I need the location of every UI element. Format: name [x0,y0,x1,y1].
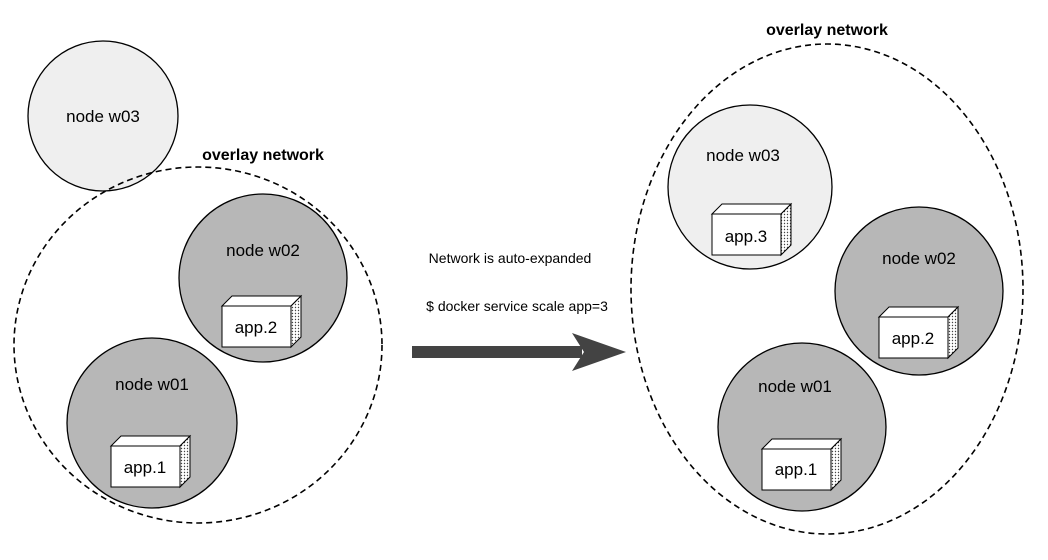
app2-label-before: app.2 [235,318,278,337]
container-app1-after [760,437,843,492]
node-w01-circle-after [717,342,887,512]
overlay-network-after-boundary [630,43,1024,535]
overlay-network-label-before: overlay network [202,147,324,164]
node-w02-circle-after [834,206,1004,376]
outside-node-w03-circle [27,40,179,192]
node-w02-label-after: node w02 [882,249,956,268]
scale-command-text: $ docker service scale app=3 [426,298,608,314]
container-app2-after [877,305,960,360]
expand-arrow [412,333,626,371]
container-app1-before [109,434,192,489]
app2-label-after: app.2 [892,329,935,348]
overlay-network-before-boundary [13,166,383,524]
node-w03-label-after: node w03 [706,146,780,165]
app3-label-after: app.3 [725,227,768,246]
app1-label-after: app.1 [775,460,818,479]
outside-node-w03-label: node w03 [66,107,140,126]
node-w01-label-after: node w01 [758,377,832,396]
node-w02-label-before: node w02 [226,241,300,260]
node-w01-circle-before [66,337,238,509]
container-app2-before [220,294,303,349]
overlay-network-label-after: overlay network [766,22,888,39]
container-app3-after [710,202,793,257]
app1-label-before: app.1 [124,458,167,477]
auto-expanded-caption: Network is auto-expanded [429,250,592,266]
node-w01-label-before: node w01 [115,375,189,394]
node-w02-circle-before [178,193,348,363]
